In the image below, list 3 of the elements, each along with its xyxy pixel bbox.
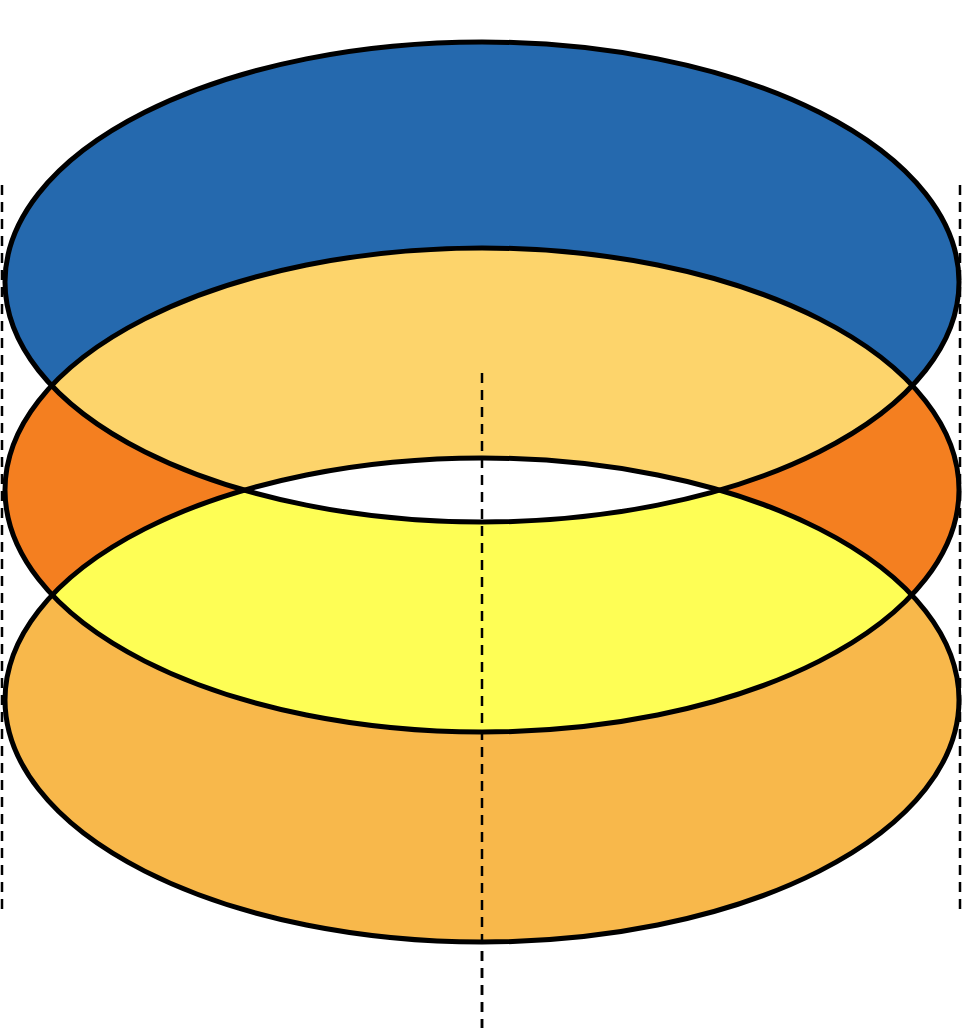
ellipse-outline	[2, 455, 962, 945]
ellipse-outline	[2, 245, 962, 735]
ellipse-outline	[2, 39, 962, 525]
